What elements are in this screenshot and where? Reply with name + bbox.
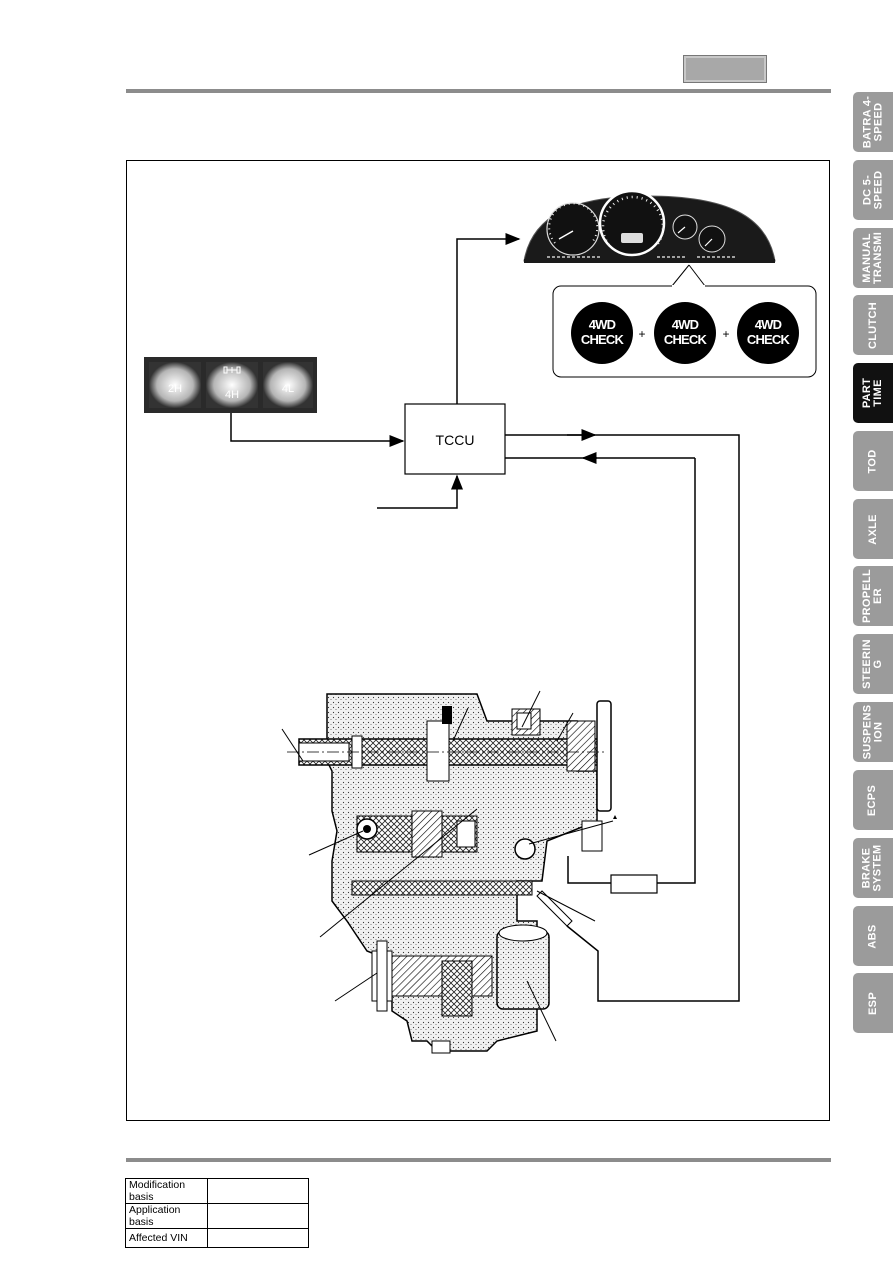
tab-label: ABS xyxy=(866,923,879,949)
top-rule xyxy=(126,89,831,93)
tab-label: TOD xyxy=(866,449,879,473)
tab-brake-system[interactable]: BRAKE SYSTEM xyxy=(853,838,893,898)
switch-label-4h: 4H xyxy=(225,389,239,401)
tab-label: ESP xyxy=(866,991,879,1015)
tab-tod[interactable]: TOD xyxy=(853,431,893,491)
mode-switch-panel: 2H 4H 4L xyxy=(144,357,317,413)
tab-abs[interactable]: ABS xyxy=(853,906,893,966)
tab-label: SUSPENS ION xyxy=(861,704,884,760)
switch-label-2h: 2H xyxy=(168,383,182,395)
transfer-case-cutaway xyxy=(287,693,612,1054)
tab-dc-5-speed[interactable]: DC 5- SPEED xyxy=(853,160,893,220)
switch-label-4l: 4L xyxy=(282,383,294,395)
bottom-rule xyxy=(126,1158,831,1162)
sensor-box xyxy=(610,874,658,894)
indicator-4wd-check-2: 4WD CHECK xyxy=(654,302,716,364)
table-row: Modification basis xyxy=(125,1178,309,1204)
switch-4l[interactable] xyxy=(263,362,313,408)
plus-sign: + xyxy=(638,327,645,341)
tab-label: AXLE xyxy=(866,513,879,545)
tab-part-time[interactable]: PART TIME xyxy=(853,363,893,423)
tab-manual-transmi[interactable]: MANUAL TRANSMI xyxy=(853,228,893,288)
header-box xyxy=(683,55,767,83)
revision-table: Modification basis Application basis Aff… xyxy=(125,1178,309,1248)
leader-lines xyxy=(281,690,614,1042)
tab-axle[interactable]: AXLE xyxy=(853,499,893,559)
wiring xyxy=(230,233,740,1002)
table-row: Affected VIN xyxy=(125,1228,309,1248)
switch-2h[interactable] xyxy=(149,362,201,408)
indicator-line2: CHECK xyxy=(664,332,708,347)
tccu-label: TCCU xyxy=(436,432,475,448)
tab-clutch[interactable]: CLUTCH xyxy=(853,295,893,355)
tab-batra-4-speed[interactable]: BATRA 4- SPEED xyxy=(853,92,893,152)
tab-steerin-g[interactable]: STEERIN G xyxy=(853,634,893,694)
tab-label: DC 5- SPEED xyxy=(860,170,884,210)
instrument-cluster xyxy=(523,189,776,263)
tab-label: PART TIME xyxy=(860,377,884,409)
tab-esp[interactable]: ESP xyxy=(853,973,893,1033)
table-row: Application basis xyxy=(125,1203,309,1229)
modification-basis-label: Modification basis xyxy=(125,1178,208,1204)
indicator-line1: 4WD xyxy=(589,317,616,332)
indicator-line1: 4WD xyxy=(672,317,699,332)
tab-label: BATRA 4- SPEED xyxy=(861,95,885,149)
tab-label: STEERIN G xyxy=(861,639,884,689)
application-basis-value[interactable] xyxy=(207,1203,309,1229)
tccu-unit: TCCU xyxy=(404,403,506,475)
indicator-line1: 4WD xyxy=(755,317,782,332)
tab-label: BRAKE SYSTEM xyxy=(861,844,884,892)
indicator-4wd-check-3: 4WD CHECK xyxy=(737,302,799,364)
tab-label: CLUTCH xyxy=(866,301,879,349)
modification-basis-value[interactable] xyxy=(207,1178,309,1204)
tab-label: MANUAL TRANSMI xyxy=(861,231,884,285)
diagram-frame: 4WD CHECK + 4WD CHECK + 4WD CHECK 2H 4H … xyxy=(126,160,830,1121)
application-basis-label: Application basis xyxy=(125,1203,208,1229)
system-diagram: 4WD CHECK + 4WD CHECK + 4WD CHECK 2H 4H … xyxy=(144,189,817,1054)
affected-vin-value[interactable] xyxy=(207,1228,309,1248)
indicator-4wd-check-1: 4WD CHECK xyxy=(571,302,633,364)
indicator-line2: CHECK xyxy=(747,332,791,347)
tab-suspens-ion[interactable]: SUSPENS ION xyxy=(853,702,893,762)
tab-ecps[interactable]: ECPS xyxy=(853,770,893,830)
tab-label: ECPS xyxy=(866,784,879,816)
plus-sign: + xyxy=(722,327,729,341)
affected-vin-label: Affected VIN xyxy=(125,1228,208,1248)
indicator-line2: CHECK xyxy=(581,332,625,347)
4wd-symbol-icon xyxy=(223,366,241,374)
tab-label: PROPELL ER xyxy=(861,568,884,624)
tab-propell-er[interactable]: PROPELL ER xyxy=(853,566,893,626)
